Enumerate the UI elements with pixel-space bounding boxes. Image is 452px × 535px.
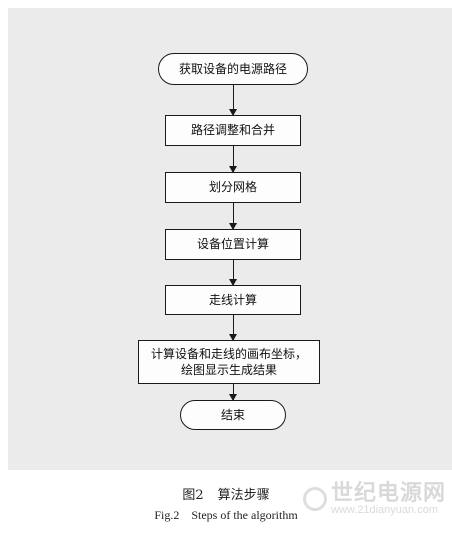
step4-node: 走线计算	[165, 285, 301, 315]
end-node-label: 结束	[220, 407, 245, 422]
figure-caption-english: Fig.2 Steps of the algorithm	[0, 508, 452, 523]
watermark-logo: 世纪电源网 www.21dianyuan.com	[302, 481, 446, 517]
figure-caption-chinese: 图2 算法步骤	[0, 484, 452, 503]
step2-label: 划分网格	[208, 180, 257, 195]
start-node: 获取设备的电源路径	[158, 53, 308, 85]
step4-label: 走线计算	[208, 292, 257, 307]
watermark-circle-icon	[302, 487, 327, 512]
arrow-step4-to-step5	[229, 315, 238, 341]
figure-number-en: Fig.2	[154, 508, 180, 522]
arrow-step5-to-end	[229, 384, 238, 401]
arrow-start-to-step1	[229, 85, 238, 116]
step5-label-line2: 绘图显示生成结果	[180, 363, 277, 377]
step1-label: 路径调整和合并	[190, 123, 275, 138]
figure-title-cn: 算法步骤	[217, 488, 270, 503]
step2-node: 划分网格	[165, 172, 301, 203]
step3-node: 设备位置计算	[165, 229, 301, 260]
arrow-step1-to-step2	[229, 146, 238, 173]
step5-label-line1: 计算设备和走线的画布坐标，	[150, 346, 307, 361]
figure-number-cn: 图2	[182, 488, 204, 503]
watermark-name: 世纪电源网	[330, 481, 446, 506]
step5-node: 计算设备和走线的画布坐标， 绘图显示生成结果	[138, 340, 320, 384]
figure-title-en: Steps of the algorithm	[191, 508, 298, 522]
flowchart-canvas: 获取设备的电源路径 路径调整和合并 划分网格 设备位置计算 走线计算 计算设备和…	[8, 8, 452, 470]
end-node: 结束	[180, 400, 286, 430]
step1-node: 路径调整和合并	[165, 115, 301, 146]
start-node-label: 获取设备的电源路径	[178, 61, 287, 76]
step3-label: 设备位置计算	[196, 237, 269, 252]
arrow-step2-to-step3	[229, 203, 238, 230]
watermark-url: www.21dianyuan.com	[330, 504, 438, 517]
arrow-step3-to-step4	[229, 260, 238, 286]
